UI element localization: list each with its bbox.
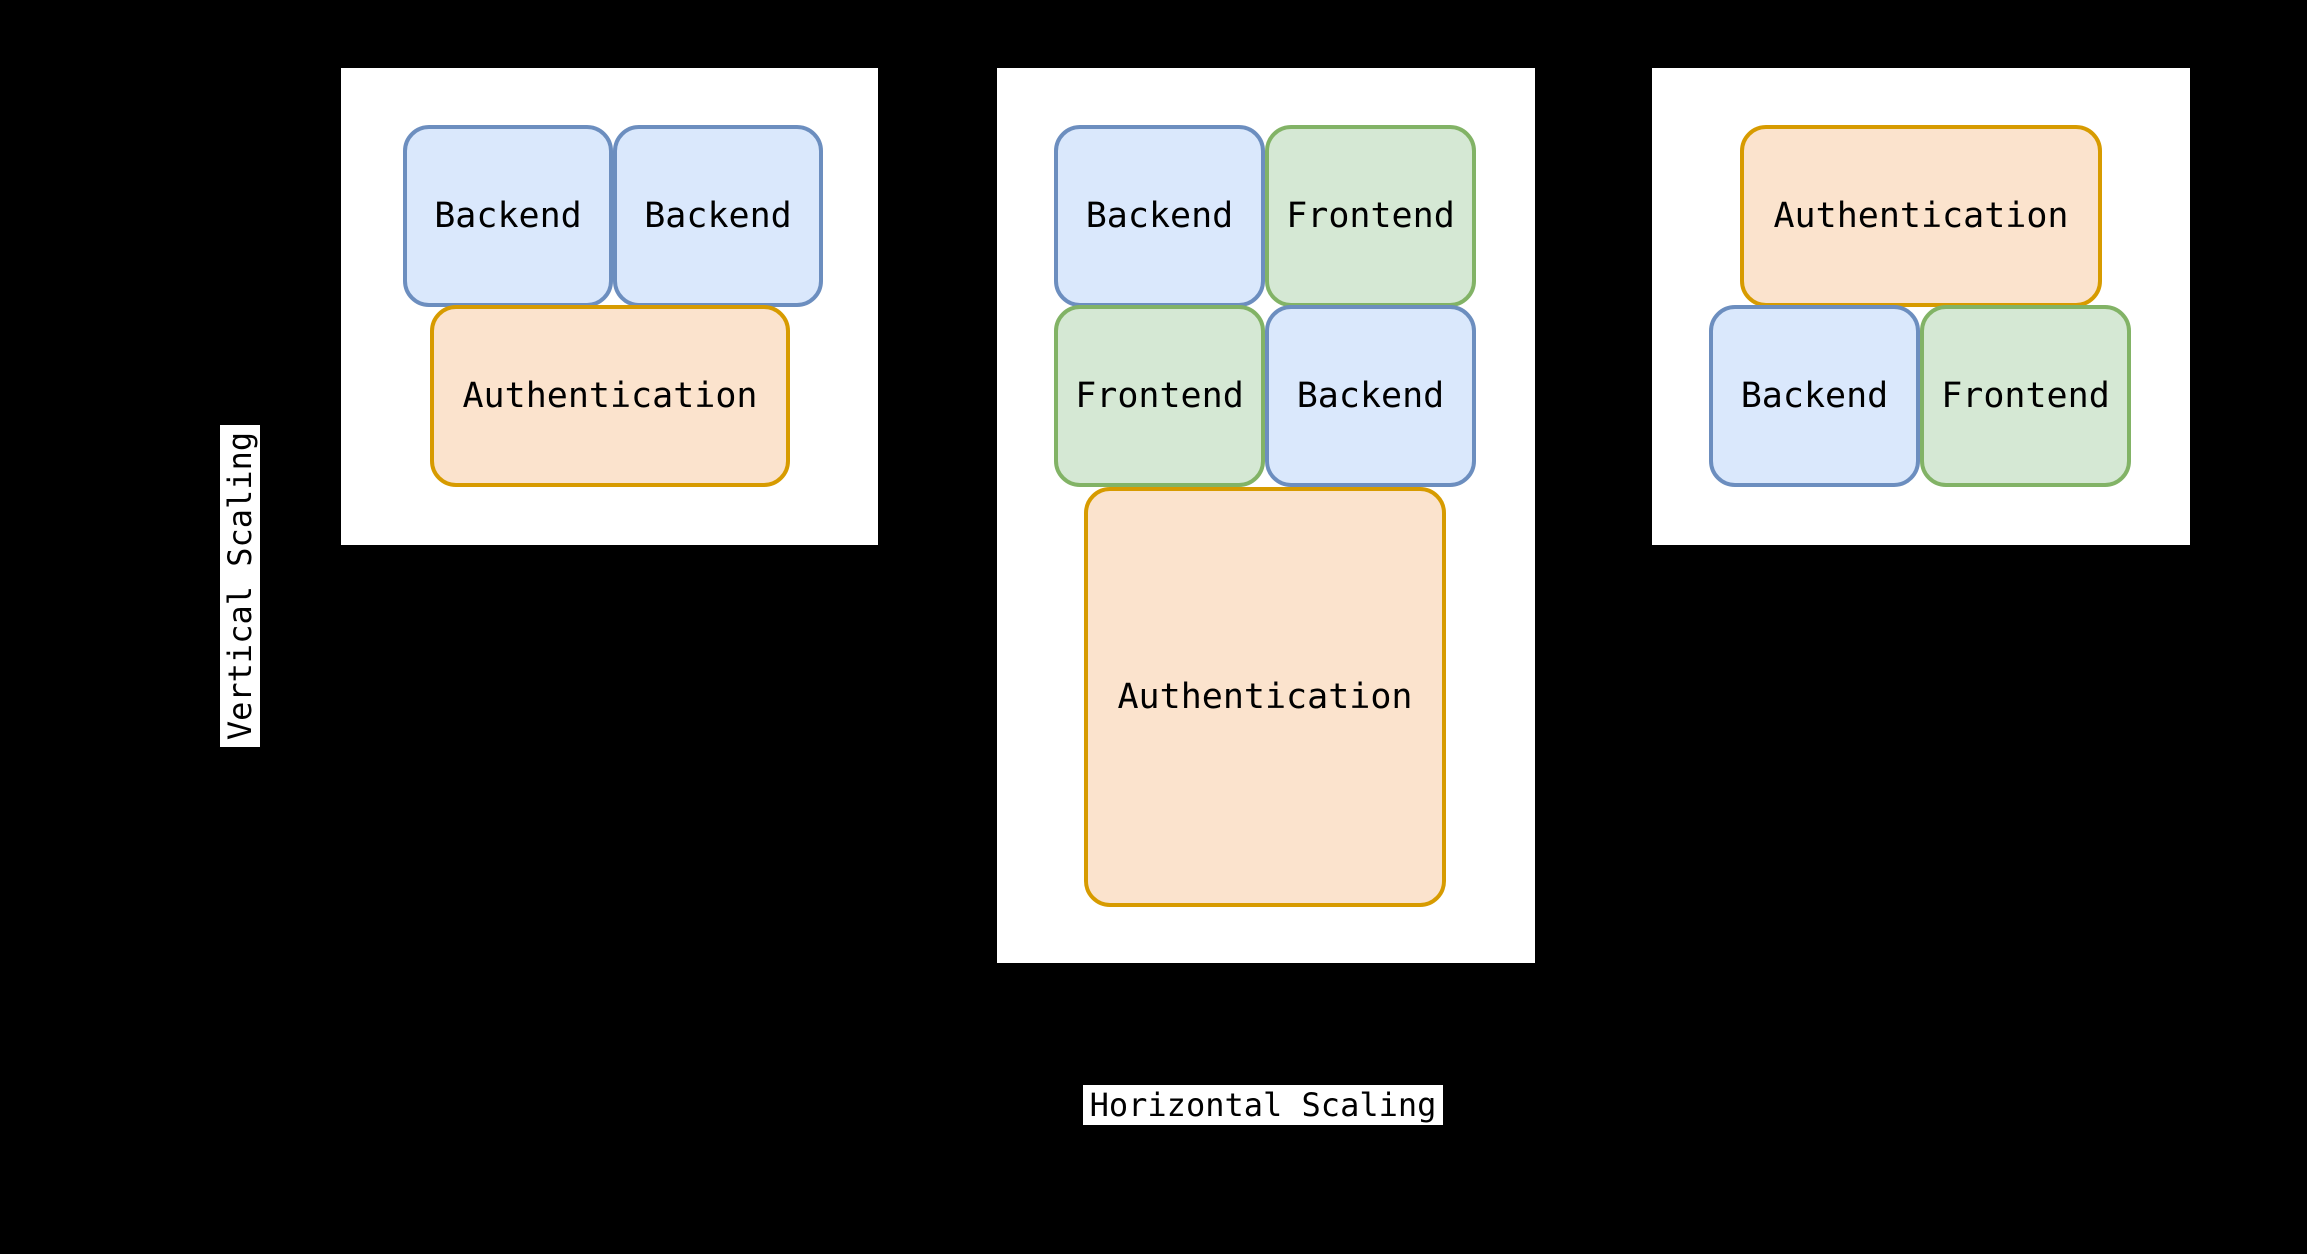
panel-1-node-backend-2[interactable]: Backend xyxy=(613,125,823,307)
panel-2-node-frontend-2[interactable]: Frontend xyxy=(1054,305,1265,487)
node-label: Backend xyxy=(1085,195,1234,236)
horizontal-scaling-axis-text: Horizontal Scaling xyxy=(1089,1086,1437,1124)
node-label: Frontend xyxy=(1941,375,2110,416)
node-label: Backend xyxy=(1740,375,1889,416)
node-label: Frontend xyxy=(1286,195,1455,236)
panel-1-node-backend-1[interactable]: Backend xyxy=(403,125,613,307)
panel-2-node-frontend-1[interactable]: Frontend xyxy=(1265,125,1476,307)
panel-2-node-backend-2[interactable]: Backend xyxy=(1265,305,1476,487)
vertical-scaling-axis-label: Vertical Scaling xyxy=(220,425,260,747)
panel-3-node-frontend[interactable]: Frontend xyxy=(1920,305,2131,487)
node-label: Backend xyxy=(434,195,582,236)
node-label: Backend xyxy=(644,195,792,236)
vertical-scaling-axis-text: Vertical Scaling xyxy=(221,431,259,741)
node-label: Frontend xyxy=(1075,375,1244,416)
node-label: Backend xyxy=(1296,375,1445,416)
panel-3-node-backend[interactable]: Backend xyxy=(1709,305,1920,487)
node-label: Authentication xyxy=(1117,676,1413,717)
panel-1-node-authentication[interactable]: Authentication xyxy=(430,305,790,487)
panel-3-node-authentication[interactable]: Authentication xyxy=(1740,125,2102,307)
node-label: Authentication xyxy=(1773,195,2069,236)
panel-2-node-authentication[interactable]: Authentication xyxy=(1084,487,1446,907)
horizontal-scaling-axis-label: Horizontal Scaling xyxy=(1083,1085,1443,1125)
panel-2-node-backend-1[interactable]: Backend xyxy=(1054,125,1265,307)
node-label: Authentication xyxy=(462,375,758,416)
